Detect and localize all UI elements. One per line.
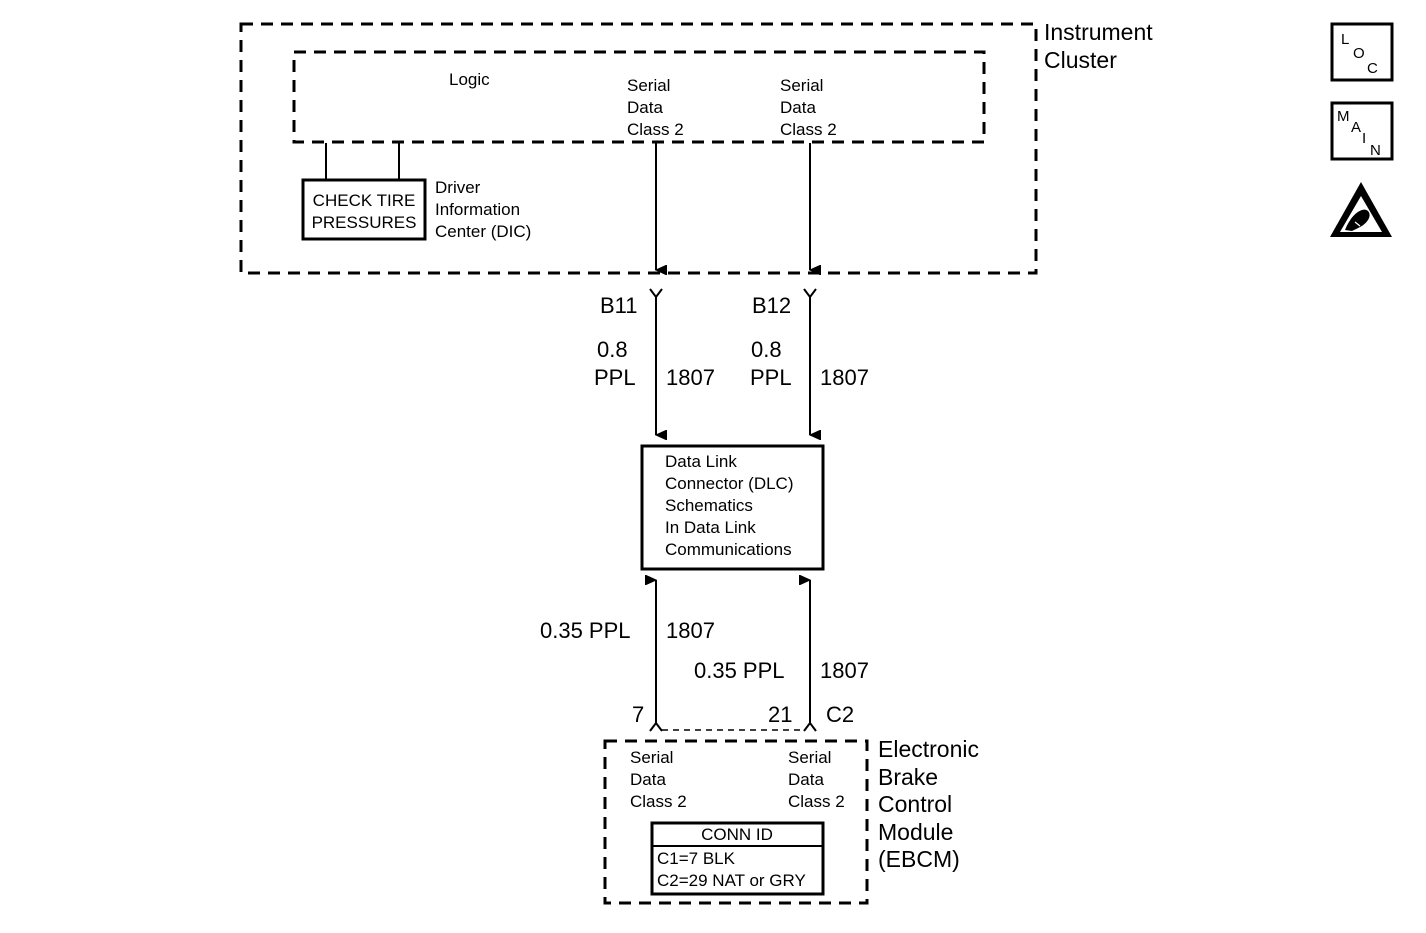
- ebcm-serial-left-2: Data: [630, 770, 666, 789]
- upper-right-size: 0.8: [751, 337, 782, 362]
- conn-id-box: [650, 821, 825, 896]
- ebcm-boundary: [603, 739, 869, 905]
- ic-serial-left-2: Data: [627, 98, 663, 117]
- ebcm-serial-right-2: Data: [788, 770, 824, 789]
- svg-text:O: O: [1353, 45, 1365, 62]
- ebcm-serial-right-3: Class 2: [788, 792, 845, 811]
- dlc-text-3: Schematics: [665, 496, 753, 515]
- dlc-text-1: Data Link: [665, 452, 737, 471]
- svg-text:N: N: [1370, 142, 1381, 159]
- upper-right-circuit: 1807: [820, 365, 869, 390]
- dic-label-3: Center (DIC): [435, 222, 531, 241]
- terminal-21: 21: [768, 702, 792, 727]
- instrument-cluster-label: Instrument: [1044, 19, 1153, 45]
- lower-right-size-color: 0.35 PPL: [694, 658, 785, 683]
- ic-serial-left-1: Serial: [627, 76, 670, 95]
- terminal-b11: B11: [600, 293, 638, 318]
- ebcm-label-1: Electronic: [878, 736, 979, 762]
- lower-right-circuit: 1807: [820, 658, 869, 683]
- terminal-7: 7: [632, 702, 644, 727]
- connector-b11-symbol: [649, 288, 663, 299]
- upper-left-size: 0.8: [597, 337, 628, 362]
- dic-label-1: Driver: [435, 178, 481, 197]
- logic-label: Logic: [449, 70, 490, 89]
- ebcm-label-2: Brake: [878, 764, 938, 790]
- upper-left-circuit: 1807: [666, 365, 715, 390]
- terminal-b12: B12: [752, 293, 791, 318]
- instrument-cluster-boundary: [239, 22, 1038, 275]
- lower-left-circuit: 1807: [666, 618, 715, 643]
- conn-id-line-1: C1=7 BLK: [657, 849, 736, 868]
- ebcm-label-4: Module: [878, 819, 953, 845]
- ebcm-label-3: Control: [878, 791, 952, 817]
- connector-7-symbol: [649, 721, 663, 732]
- svg-text:C: C: [1367, 60, 1378, 77]
- ic-serial-right-3: Class 2: [780, 120, 837, 139]
- ebcm-serial-left-3: Class 2: [630, 792, 687, 811]
- dic-label-2: Information: [435, 200, 520, 219]
- logic-boundary: [292, 50, 986, 144]
- svg-text:I: I: [1362, 130, 1366, 147]
- connector-b12-symbol: [803, 288, 817, 299]
- ebcm-serial-left-1: Serial: [630, 748, 673, 767]
- svg-text:M: M: [1337, 108, 1350, 125]
- upper-left-color: PPL: [594, 365, 636, 390]
- ic-serial-right-2: Data: [780, 98, 816, 117]
- conn-id-title: CONN ID: [701, 825, 773, 844]
- dlc-box: [640, 444, 825, 571]
- dlc-text-5: Communications: [665, 540, 792, 559]
- ebcm-label-5: (EBCM): [878, 846, 960, 872]
- dic-display-text-2: PRESSURES: [312, 213, 417, 232]
- ic-serial-right-1: Serial: [780, 76, 823, 95]
- dic-display-box: [301, 178, 427, 241]
- dic-display-text-1: CHECK TIRE: [313, 191, 416, 210]
- dlc-text-4: In Data Link: [665, 518, 756, 537]
- loc-icon[interactable]: L O C: [1330, 22, 1394, 82]
- ic-serial-left-3: Class 2: [627, 120, 684, 139]
- ebcm-serial-right-1: Serial: [788, 748, 831, 767]
- instrument-cluster-label-2: Cluster: [1044, 47, 1117, 73]
- lower-left-size-color: 0.35 PPL: [540, 618, 631, 643]
- svg-text:L: L: [1341, 31, 1349, 48]
- upper-right-color: PPL: [750, 365, 792, 390]
- dlc-text-2: Connector (DLC): [665, 474, 794, 493]
- svg-text:A: A: [1351, 119, 1361, 136]
- main-icon[interactable]: M A I N: [1330, 101, 1394, 161]
- esd-warning-icon: [1330, 182, 1392, 237]
- conn-id-line-2: C2=29 NAT or GRY: [657, 871, 806, 890]
- connector-21-symbol: [803, 721, 817, 732]
- connector-c2-label: C2: [826, 702, 854, 727]
